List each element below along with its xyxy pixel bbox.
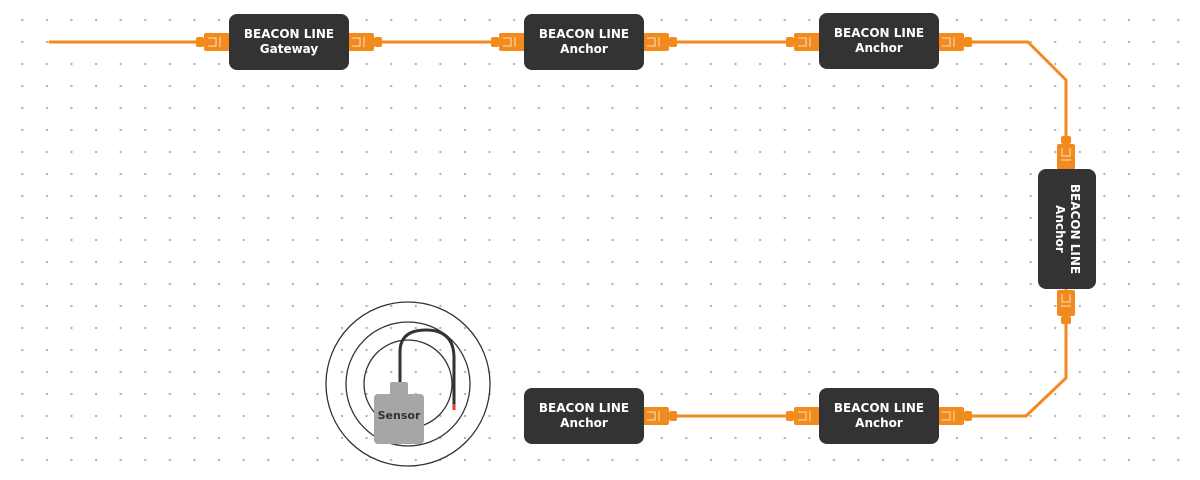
anchor-node-2[interactable]: BEACON LINE Anchor [819, 13, 939, 69]
sensor-wire [398, 328, 456, 410]
node-title: BEACON LINE [833, 26, 925, 40]
connector-anchor2-right [938, 33, 972, 51]
anchor-node-1[interactable]: BEACON LINE Anchor [524, 14, 644, 70]
anchor-node-3[interactable]: BEACON LINE Anchor [1038, 169, 1096, 289]
node-type: Gateway [259, 42, 319, 56]
node-title: BEACON LINE [243, 27, 335, 41]
connector-anchor5-right [643, 407, 677, 425]
gateway-node[interactable]: BEACON LINE Gateway [229, 14, 349, 70]
node-title: BEACON LINE [538, 401, 630, 415]
node-title: BEACON LINE [538, 27, 630, 41]
cable-path [48, 40, 1068, 418]
connector-details [208, 37, 1071, 421]
connector-vertical-bottom [1057, 290, 1075, 324]
node-type: Anchor [1053, 205, 1067, 253]
connector-anchor2-left [786, 33, 820, 51]
node-type: Anchor [855, 416, 903, 430]
connector-anchor1-left [491, 33, 525, 51]
connector-gateway-right [348, 33, 382, 51]
sensor-body [374, 382, 424, 444]
connector-anchor1-right [643, 33, 677, 51]
connector-gateway-left [196, 33, 230, 51]
anchor-node-4[interactable]: BEACON LINE Anchor [819, 388, 939, 444]
connector-anchor4-right [938, 407, 972, 425]
connector-anchor4-left [786, 407, 820, 425]
node-type: Anchor [855, 41, 903, 55]
node-title: BEACON LINE [833, 401, 925, 415]
anchor-node-5[interactable]: BEACON LINE Anchor [524, 388, 644, 444]
sensor-ring-middle [345, 321, 471, 447]
node-type: Anchor [560, 416, 608, 430]
connector-vertical-top [1057, 136, 1075, 170]
sensor-label: Sensor [377, 409, 421, 422]
node-type: Anchor [560, 42, 608, 56]
sensor-ring-outer [325, 301, 491, 467]
node-title: BEACON LINE [1068, 183, 1082, 275]
